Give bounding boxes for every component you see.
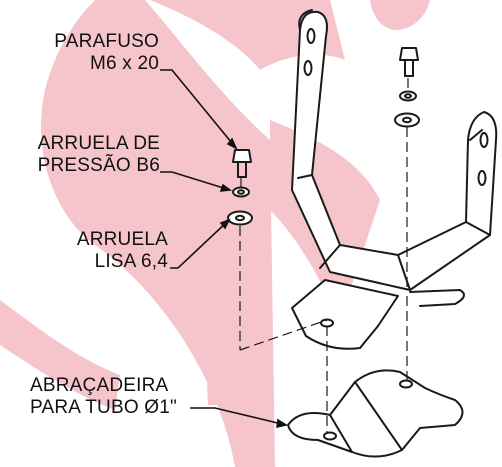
- bracket-hole: [306, 28, 316, 44]
- label-parafuso: PARAFUSO M6 x 20: [25, 31, 159, 75]
- clamp-hole: [399, 379, 413, 389]
- lock-washer-right: [399, 90, 417, 102]
- label-abracadeira-line2: PARA TUBO Ø1": [30, 397, 177, 418]
- clamp-hole: [323, 431, 337, 441]
- assembly-center-lines: [239, 78, 409, 432]
- bracket-hole: [303, 60, 313, 76]
- screw-right: [399, 47, 419, 77]
- label-abracadeira: ABRAÇADEIRA PARA TUBO Ø1": [30, 375, 177, 419]
- tube-clamp: [287, 369, 464, 458]
- lock-washer-left: [232, 186, 250, 198]
- flat-washer-right: [394, 112, 420, 128]
- bracket-hole: [479, 132, 489, 148]
- u-bracket: [291, 9, 498, 291]
- bracket-base-flange: [291, 279, 465, 350]
- label-arruela-pressao-line1: ARRUELA DE: [37, 133, 160, 154]
- flat-washer-left: [227, 210, 253, 226]
- label-arruela-lisa: ARRUELA LISA 6,4: [40, 229, 168, 273]
- label-arruela-lisa-line2: LISA 6,4: [94, 251, 168, 272]
- label-abracadeira-line1: ABRAÇADEIRA: [30, 375, 169, 396]
- bracket-hole: [477, 170, 487, 186]
- label-arruela-pressao-line2: PRESSÃO B6: [37, 155, 160, 176]
- label-parafuso-line1: PARAFUSO: [54, 31, 159, 52]
- label-arruela-lisa-line1: ARRUELA: [76, 229, 168, 250]
- label-arruela-pressao: ARRUELA DE PRESSÃO B6: [8, 133, 160, 177]
- screw-left: [232, 149, 252, 178]
- label-parafuso-line2: M6 x 20: [90, 53, 159, 74]
- leader-lines: [160, 69, 289, 429]
